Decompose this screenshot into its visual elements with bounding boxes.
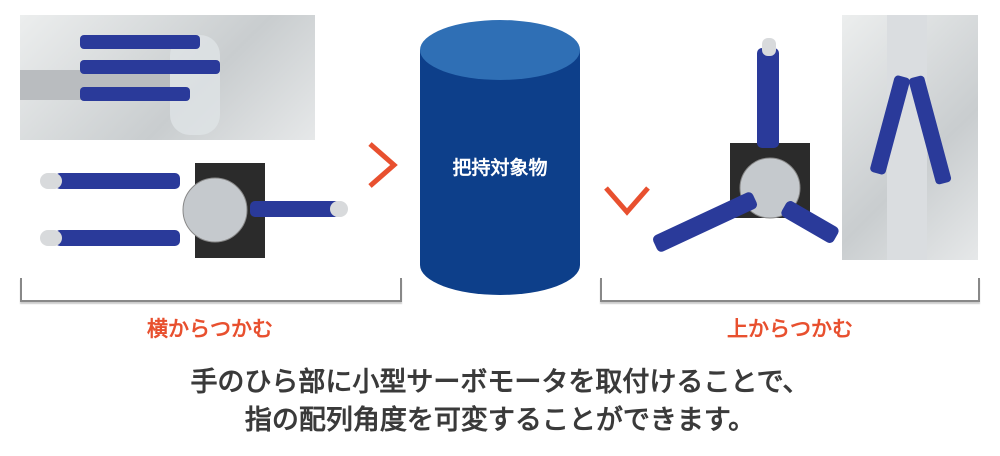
target-object-cylinder: 把持対象物: [420, 15, 580, 295]
side-grasp-photo: [20, 15, 315, 140]
top-grasp-bracket: [600, 278, 980, 302]
side-grasp-label: 横からつかむ: [147, 317, 273, 341]
top-grasp-photo: [842, 15, 978, 260]
side-grasp-bracket: [20, 278, 402, 302]
top-grasp-robot-hand: [652, 38, 839, 252]
side-grasp-robot-hand: [40, 163, 348, 258]
caption-line-1: 手のひら部に小型サーボモータを取付けることで、: [190, 367, 810, 398]
target-object-label: 把持対象物: [452, 157, 548, 179]
down-arrow-icon: [604, 108, 650, 216]
right-arrow-icon: [300, 142, 398, 188]
caption-line-2: 指の配列角度を可変することができます。: [244, 405, 756, 436]
top-grasp-label: 上からつかむ: [727, 317, 853, 341]
robot-hand-photo-illustration: [20, 35, 220, 135]
